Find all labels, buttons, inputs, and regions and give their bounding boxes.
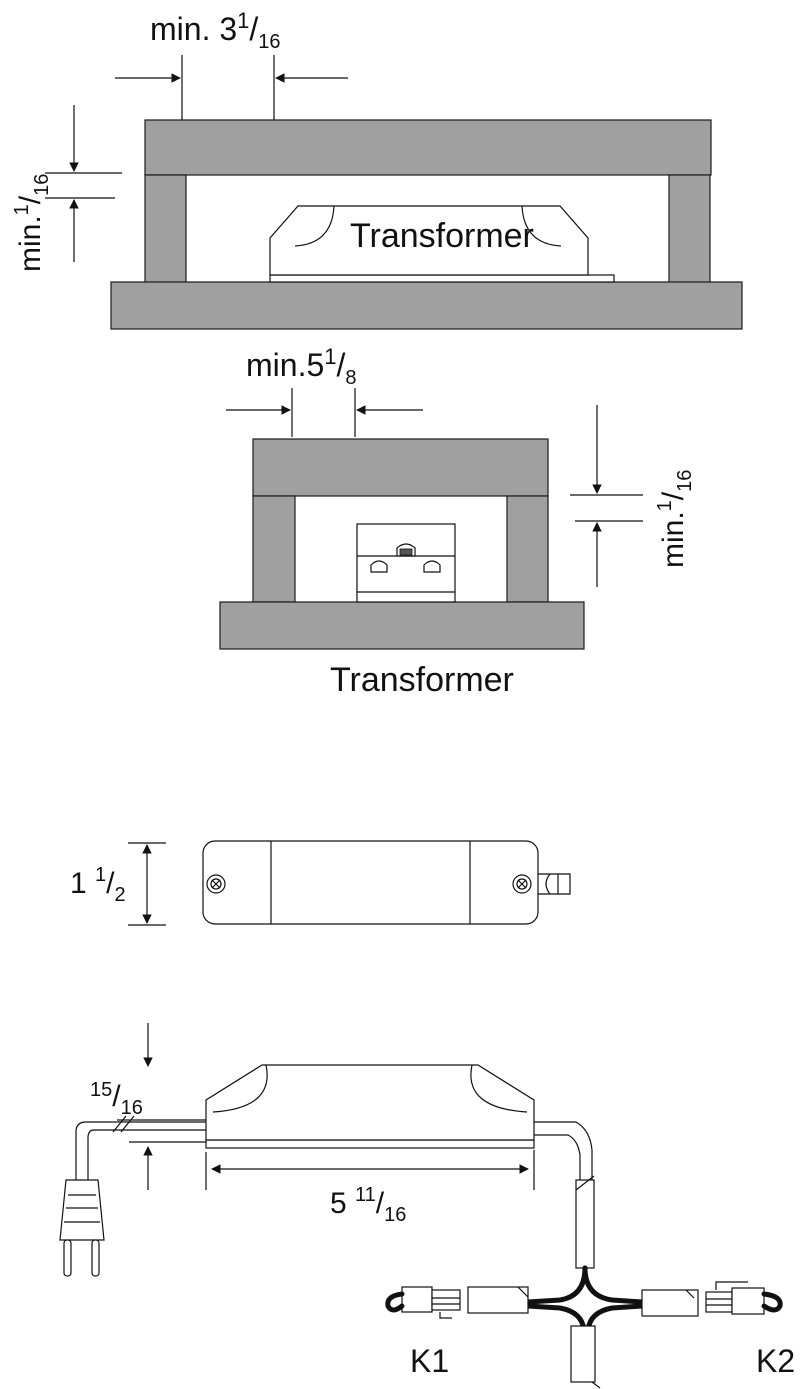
side-height-dimension-label: min.1/16 xyxy=(654,470,696,568)
plan-transformer-body xyxy=(202,840,539,925)
k2-label: K2 xyxy=(756,1343,795,1379)
cable-height-dimension-arrows xyxy=(117,1023,206,1190)
plan-height-dimension-label: 1 1/2 xyxy=(70,864,126,906)
cable-splitter xyxy=(525,1265,645,1389)
side-mounting-diagram: min.51/8 min.1/16 Transformer xyxy=(219,344,696,699)
cable-transformer-body xyxy=(205,1064,535,1149)
side-left-support xyxy=(252,495,296,603)
cable-side-diagram: 15/16 5 11/16 xyxy=(59,1023,795,1389)
top-right-support xyxy=(668,174,711,284)
top-width-dimension-arrows xyxy=(115,55,348,128)
left-screw-icon xyxy=(206,874,226,894)
power-cord xyxy=(75,1115,206,1180)
top-height-dimension-arrows xyxy=(45,105,122,262)
k1-label: K1 xyxy=(410,1343,449,1379)
top-mounting-diagram: min. 31/16 min.1/16 Transformer xyxy=(11,8,743,330)
mounting-clip-icon xyxy=(538,873,571,895)
cable-length-dimension-arrows xyxy=(205,1150,535,1190)
side-height-dimension-arrows xyxy=(570,405,643,587)
side-width-dimension-label: min.51/8 xyxy=(246,344,357,389)
top-width-dimension-label: min. 31/16 xyxy=(150,8,281,53)
output-cable xyxy=(534,1121,595,1269)
top-ceiling-panel xyxy=(144,119,712,176)
cable-length-dimension-label: 5 11/16 xyxy=(330,1184,406,1226)
side-right-support xyxy=(506,495,549,603)
top-left-support xyxy=(144,174,187,284)
plan-view-diagram: 1 1/2 xyxy=(70,840,571,926)
top-transformer-shape xyxy=(269,205,615,283)
side-transformer-label: Transformer xyxy=(330,661,514,699)
side-transformer-shape xyxy=(356,523,456,603)
cable-height-dimension-label: 15/16 xyxy=(90,1079,143,1119)
side-base-panel xyxy=(219,601,585,650)
top-height-dimension-label: min.1/16 xyxy=(11,174,53,272)
power-plug-icon xyxy=(59,1179,105,1277)
k1-connector-icon xyxy=(385,1286,529,1319)
plan-height-dimension-arrows xyxy=(128,842,166,926)
k2-connector-icon xyxy=(641,1281,783,1317)
right-screw-icon xyxy=(512,874,532,894)
side-width-dimension-arrows xyxy=(226,388,423,437)
top-base-panel xyxy=(110,281,743,330)
side-ceiling-panel xyxy=(252,438,549,497)
top-transformer-label: Transformer xyxy=(350,217,534,255)
